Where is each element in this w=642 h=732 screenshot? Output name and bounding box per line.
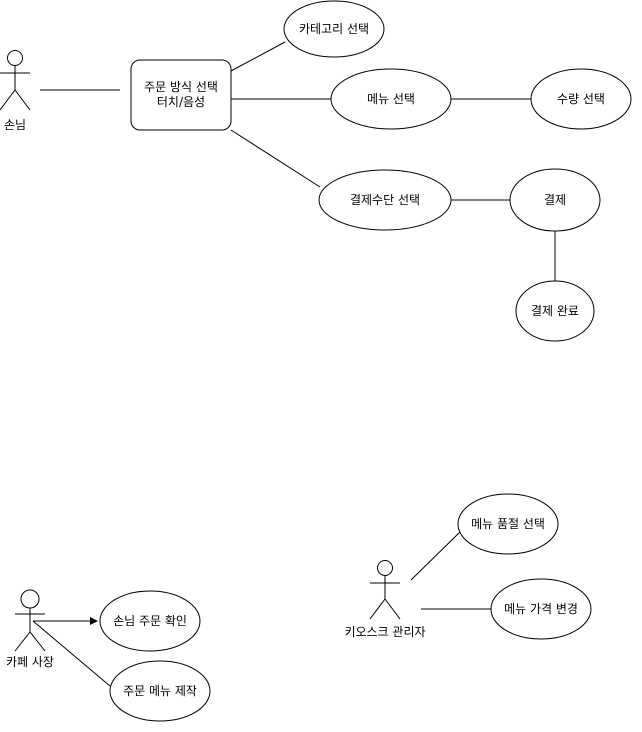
stick-figure-icon xyxy=(0,50,31,111)
use-case-payment-done: 결제 완료 xyxy=(515,280,595,342)
actor-cafe-owner: 카페 사장 xyxy=(6,589,54,669)
order-method-subtitle: 터치/음성 xyxy=(157,95,205,109)
use-case-payment-method-label: 결제수단 선택 xyxy=(350,193,420,207)
stick-figure-icon xyxy=(14,589,46,652)
edge-admin-sold-out xyxy=(410,530,462,581)
use-case-payment-label: 결제 xyxy=(544,193,566,207)
use-case-sold-out: 메뉴 품절 선택 xyxy=(457,493,559,555)
use-case-quantity-label: 수량 선택 xyxy=(557,92,605,106)
use-case-make-menu: 주문 메뉴 제작 xyxy=(109,660,211,722)
edge-process-category xyxy=(230,41,286,72)
edge-process-payment-method xyxy=(230,129,321,188)
connectors xyxy=(32,41,556,687)
use-case-price-change: 메뉴 가격 변경 xyxy=(490,578,592,640)
use-case-payment-done-label: 결제 완료 xyxy=(531,304,579,318)
use-case-category: 카테고리 선택 xyxy=(283,0,385,58)
order-method-title: 주문 방식 선택 xyxy=(144,80,218,94)
use-case-quantity: 수량 선택 xyxy=(530,68,632,130)
actor-kiosk-admin-label: 키오스크 관리자 xyxy=(344,625,425,639)
use-case-check-order: 손님 주문 확인 xyxy=(99,590,201,652)
use-case-price-change-label: 메뉴 가격 변경 xyxy=(504,602,578,616)
actor-customer-label: 손님 xyxy=(4,118,26,132)
actor-cafe-owner-label: 카페 사장 xyxy=(6,655,54,669)
use-case-payment: 결제 xyxy=(509,168,601,232)
use-case-category-label: 카테고리 선택 xyxy=(299,22,369,36)
use-case-sold-out-label: 메뉴 품절 선택 xyxy=(471,517,545,531)
stick-figure-icon xyxy=(369,560,401,620)
order-method-box: 주문 방식 선택 터치/음성 xyxy=(130,59,232,131)
actor-kiosk-admin: 키오스크 관리자 xyxy=(344,560,426,639)
use-case-payment-method: 결제수단 선택 xyxy=(318,169,452,231)
actor-customer: 손님 xyxy=(0,50,31,132)
edge-owner-make-menu xyxy=(32,620,111,687)
use-case-menu: 메뉴 선택 xyxy=(330,68,452,130)
use-case-menu-label: 메뉴 선택 xyxy=(367,92,415,106)
use-case-check-order-label: 손님 주문 확인 xyxy=(113,614,187,628)
use-case-make-menu-label: 주문 메뉴 제작 xyxy=(123,684,197,698)
